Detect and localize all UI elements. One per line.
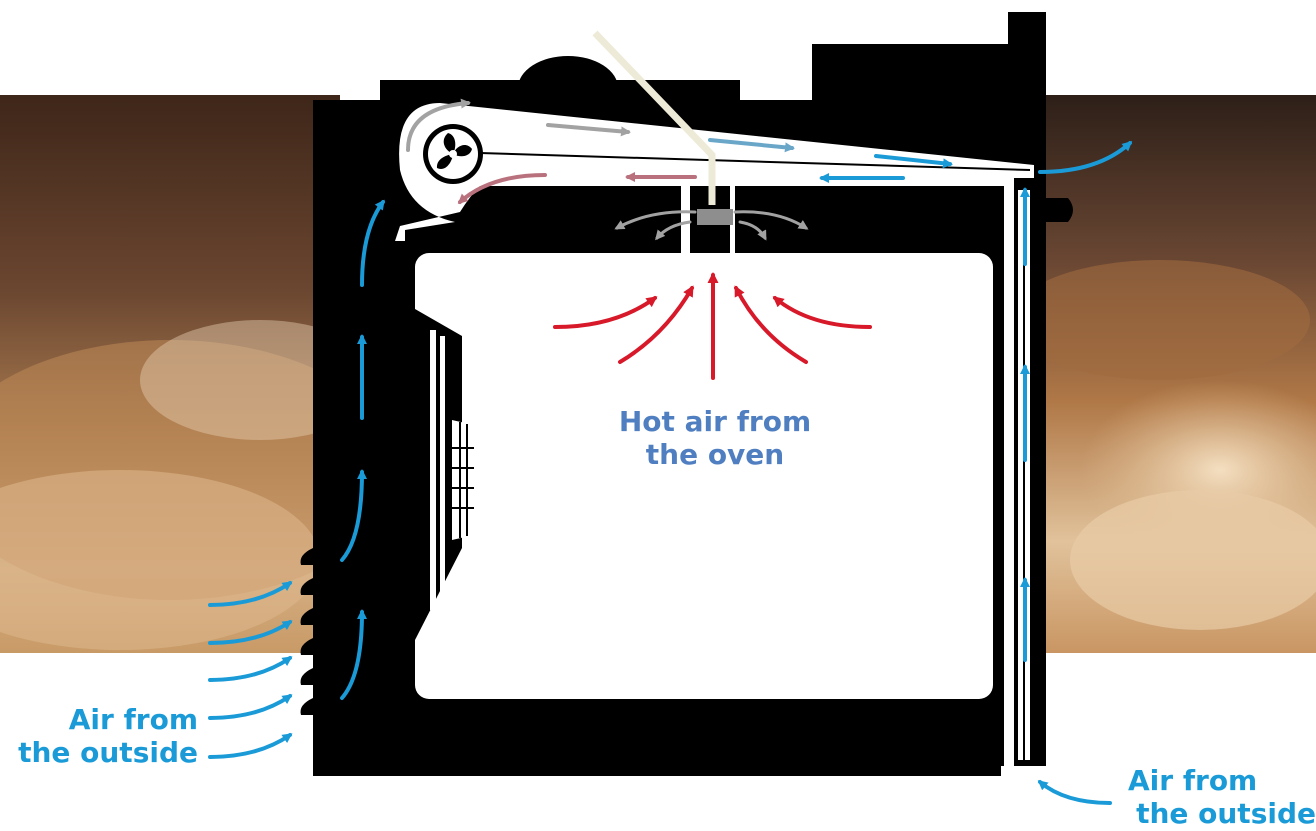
label-hot-air-from-oven: Hot air from the oven <box>590 405 840 471</box>
label-line: Hot air from <box>590 405 840 438</box>
label-line: the outside <box>0 736 198 769</box>
label-line: Air from <box>0 703 198 736</box>
label-line: the outside <box>1110 797 1316 830</box>
label-air-from-outside-left: Air from the outside <box>0 703 198 769</box>
label-air-from-outside-right: Air from the outside <box>1110 764 1316 830</box>
fan-icon <box>423 124 483 184</box>
label-line: the oven <box>590 438 840 471</box>
label-line: Air from <box>1110 764 1316 797</box>
oven-cavity <box>415 253 993 699</box>
